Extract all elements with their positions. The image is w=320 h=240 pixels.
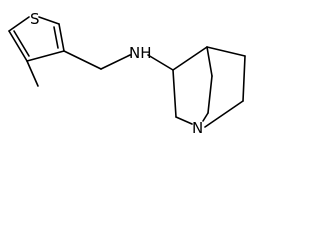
bridgehead-nitrogen-label: N [192,119,203,137]
bond-c4-c7 [206,46,246,57]
amine-nitrogen-label: NH [129,44,152,62]
chemical-structure-diagram: S NH N [8,10,246,137]
thiophene-ring [8,16,65,62]
bond-c5-c4-double [13,30,30,57]
bond-c3-c2 [58,23,65,52]
bond-c3-c4 [172,46,208,71]
bond-c2-n1 [175,116,193,125]
bond-c6-n1 [202,112,209,122]
bond-c2-ch2 [63,50,102,70]
bond-c3-c2-double [53,26,59,49]
bond-c7-c8 [242,55,246,102]
bond-c3-c2 [172,69,177,118]
bond-c4-c5 [206,46,213,77]
sulfur-atom-label: S [30,10,40,28]
quinuclidine-cage [172,46,246,128]
methyl-bond [26,60,39,87]
bond-ch2-nh [100,54,131,70]
bond-c2-s [38,16,60,25]
bond-c8-n1 [204,100,244,128]
bond-s-c5 [8,16,30,32]
bond-nh-c3 [147,54,174,71]
bond-c5-c4 [8,30,28,62]
bond-c4-c3 [26,50,65,62]
bond-c5-c6 [207,75,213,114]
